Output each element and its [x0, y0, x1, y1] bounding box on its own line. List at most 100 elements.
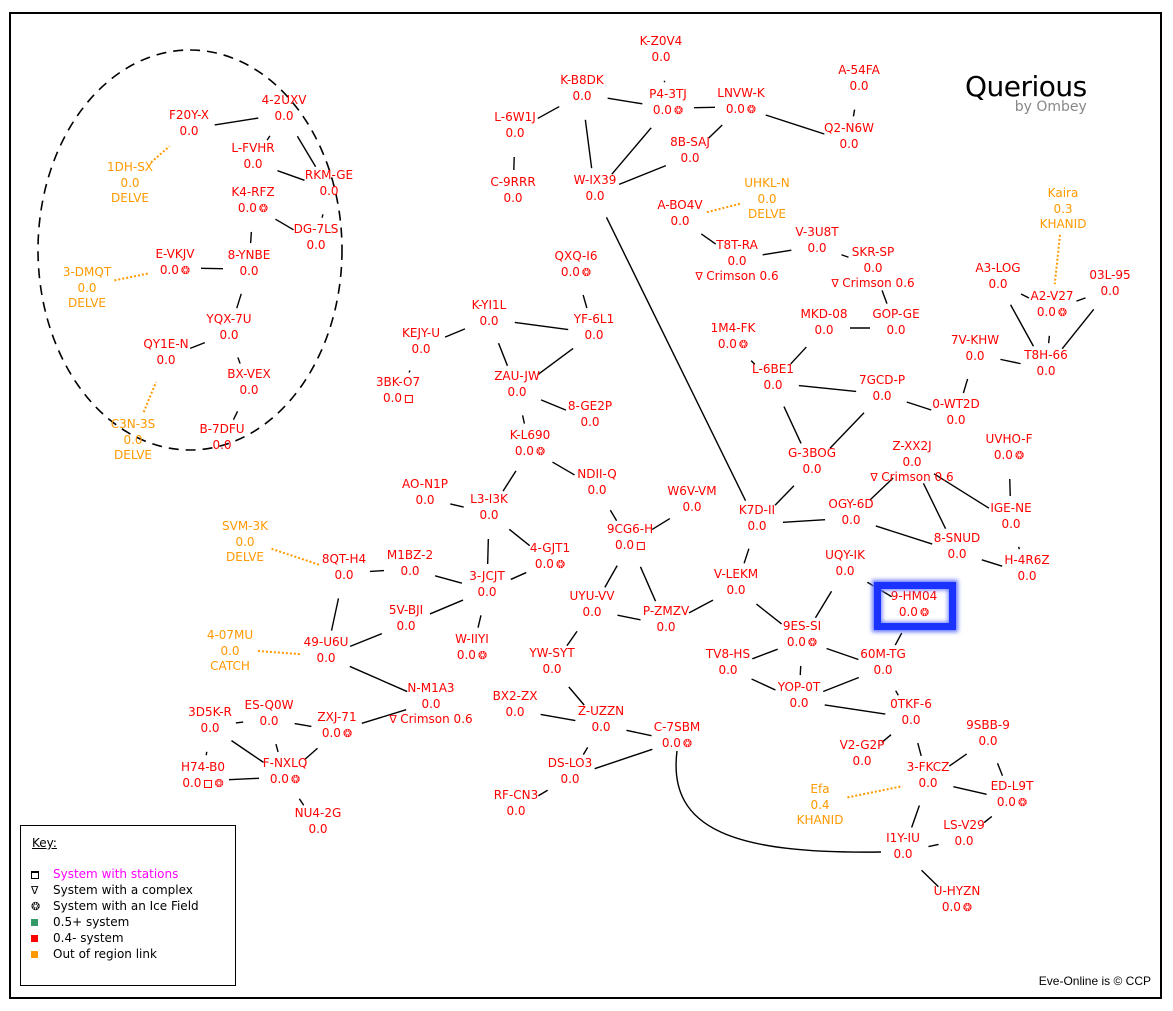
- system-dg-7ls[interactable]: DG-7LS0.0: [294, 222, 339, 253]
- system-5v-bji[interactable]: 5V-BJI0.0: [389, 603, 423, 634]
- system-l3-i3k[interactable]: L3-I3K0.0: [470, 492, 508, 523]
- system-yqx-7u[interactable]: YQX-7U0.0: [206, 312, 251, 343]
- system-4-2uxv[interactable]: 4-2UXV0.0: [262, 93, 307, 124]
- system-8b-saj[interactable]: 8B-SAJ0.0: [670, 135, 710, 166]
- system-b-7dfu[interactable]: B-7DFU0.0: [199, 422, 244, 453]
- system-p-zmzv[interactable]: P-ZMZV0.0: [643, 604, 689, 635]
- system-3d5k-r[interactable]: 3D5K-R0.0: [188, 705, 232, 736]
- system-60m-tg[interactable]: 60M-TG0.0: [860, 647, 905, 678]
- system-a2-v27[interactable]: A2-V270.0❂: [1031, 289, 1074, 320]
- system-mkd-08[interactable]: MKD-080.0: [800, 307, 847, 338]
- system-w-ix39[interactable]: W-IX390.0: [574, 173, 617, 204]
- system-qxq-i6[interactable]: QXQ-I60.0❂: [555, 249, 598, 280]
- system-ogy-6d[interactable]: OGY-6D0.0: [828, 497, 873, 528]
- system-u-hyzn[interactable]: U-HYZN0.0❂: [934, 884, 981, 915]
- system-g-3bog[interactable]: G-3BOG0.0: [788, 446, 836, 477]
- system-svm-3k[interactable]: SVM-3K0.0DELVE: [222, 519, 268, 566]
- system-8qt-h4[interactable]: 8QT-H40.0: [322, 552, 366, 583]
- system-bx2-zx[interactable]: BX2-ZX0.0: [493, 689, 538, 720]
- system-k-l690[interactable]: K-L6900.0❂: [510, 428, 551, 459]
- system-i1y-iu[interactable]: I1Y-IU0.0: [886, 831, 920, 862]
- system-7v-khw[interactable]: 7V-KHW0.0: [951, 333, 999, 364]
- system-7gcd-p[interactable]: 7GCD-P0.0: [859, 373, 905, 404]
- system-9es-si[interactable]: 9ES-SI0.0❂: [783, 619, 821, 650]
- system-ige-ne[interactable]: IGE-NE0.0: [990, 501, 1031, 532]
- system-8-ynbe[interactable]: 8-YNBE0.0: [228, 248, 271, 279]
- system-3-dmqt[interactable]: 3-DMQT0.0DELVE: [63, 265, 111, 312]
- system-z-xx2j[interactable]: Z-XX2J0.0∇ Crimson 0.6: [870, 439, 953, 486]
- system-p4-3tj[interactable]: P4-3TJ0.0❂: [649, 87, 687, 118]
- system-3-jcjt[interactable]: 3-JCJT0.0: [469, 569, 504, 600]
- system-a3-log[interactable]: A3-LOG0.0: [975, 261, 1020, 292]
- system-kejy-u[interactable]: KEJY-U0.0: [402, 326, 440, 357]
- system-l-fvhr[interactable]: L-FVHR0.0: [231, 141, 274, 172]
- system-8-snud[interactable]: 8-SNUD0.0: [934, 531, 981, 562]
- system-n-m1a3[interactable]: N-M1A30.0∇ Crimson 0.6: [389, 681, 472, 728]
- system-4-07mu[interactable]: 4-07MU0.0CATCH: [207, 628, 253, 675]
- system-z-uzzn[interactable]: Z-UZZN0.0: [578, 704, 624, 735]
- system-rf-cn3[interactable]: RF-CN30.0: [494, 788, 539, 819]
- system-q2-n6w[interactable]: Q2-N6W0.0: [824, 121, 874, 152]
- system-1dh-sx[interactable]: 1DH-SX0.0DELVE: [107, 160, 153, 207]
- system-v-3u8t[interactable]: V-3U8T0.0: [795, 225, 838, 256]
- system-c3n-3s[interactable]: C3N-3S0.0DELVE: [111, 417, 156, 464]
- system-h74-b0[interactable]: H74-B00.0❂: [181, 760, 225, 791]
- system-tv8-hs[interactable]: TV8-HS0.0: [706, 647, 750, 678]
- system-0tkf-6[interactable]: 0TKF-60.0: [890, 697, 932, 728]
- system-4-gjt1[interactable]: 4-GJT10.0❂: [530, 541, 570, 572]
- system-k-z0v4[interactable]: K-Z0V40.0: [640, 34, 683, 65]
- system-h-4r6z[interactable]: H-4R6Z0.0: [1004, 553, 1049, 584]
- system-c-7sbm[interactable]: C-7SBM0.0❂: [654, 720, 701, 751]
- system-efa[interactable]: Efa0.4KHANID: [797, 782, 844, 829]
- system-l-6be1[interactable]: L-6BE10.0: [752, 362, 794, 393]
- system-bx-vex[interactable]: BX-VEX0.0: [227, 367, 271, 398]
- system-f20y-x[interactable]: F20Y-X0.0: [169, 108, 209, 139]
- system-ls-v29[interactable]: LS-V290.0: [943, 818, 984, 849]
- system-zau-jw[interactable]: ZAU-JW0.0: [494, 369, 540, 400]
- system-ds-lo3[interactable]: DS-LO30.0: [548, 756, 593, 787]
- system-f-nxlq[interactable]: F-NXLQ0.0❂: [263, 756, 308, 787]
- system-e-vkjv[interactable]: E-VKJV0.0❂: [155, 247, 194, 278]
- system-0-wt2d[interactable]: 0-WT2D0.0: [932, 397, 980, 428]
- system-uvho-f[interactable]: UVHO-F0.0❂: [985, 432, 1032, 463]
- system-kaira[interactable]: Kaira0.3KHANID: [1040, 186, 1087, 233]
- system-yw-syt[interactable]: YW-SYT0.0: [529, 646, 574, 677]
- system-l-6w1j[interactable]: L-6W1J0.0: [494, 110, 535, 141]
- system-zxj-71[interactable]: ZXJ-710.0❂: [317, 710, 356, 741]
- system-k-yi1l[interactable]: K-YI1L0.0: [472, 298, 507, 329]
- system-yf-6l1[interactable]: YF-6L10.0: [574, 312, 615, 343]
- system-8-ge2p[interactable]: 8-GE2P0.0: [568, 399, 612, 430]
- system-c-9rrr[interactable]: C-9RRR0.0: [490, 175, 535, 206]
- system-uhkl-n[interactable]: UHKL-N0.0DELVE: [744, 176, 789, 223]
- system-v-lekm[interactable]: V-LEKM0.0: [714, 567, 758, 598]
- system-gop-ge[interactable]: GOP-GE0.0: [872, 307, 919, 338]
- system-03l-95[interactable]: 03L-950.0: [1089, 268, 1130, 299]
- system-uqy-ik[interactable]: UQY-IK0.0: [825, 548, 865, 579]
- system-es-q0w[interactable]: ES-Q0W0.0: [245, 698, 294, 729]
- system-9-hm04[interactable]: 9-HM040.0❂: [891, 589, 938, 620]
- system-ao-n1p[interactable]: AO-N1P0.0: [402, 477, 448, 508]
- system-lnvw-k[interactable]: LNVW-K0.0❂: [717, 86, 764, 117]
- system-qy1e-n[interactable]: QY1E-N0.0: [143, 337, 188, 368]
- system-t8h-66[interactable]: T8H-660.0: [1024, 348, 1068, 379]
- system-ed-l9t[interactable]: ED-L9T0.0❂: [991, 779, 1034, 810]
- system-a-54fa[interactable]: A-54FA0.0: [838, 63, 880, 94]
- system-v2-g2p[interactable]: V2-G2P0.0: [840, 738, 885, 769]
- system-t8t-ra[interactable]: T8T-RA0.0∇ Crimson 0.6: [695, 238, 778, 285]
- system-rkm-ge[interactable]: RKM-GE0.0: [305, 168, 353, 199]
- system-3-fkcz[interactable]: 3-FKCZ0.0: [907, 760, 950, 791]
- system-yop-0t[interactable]: YOP-0T0.0: [778, 680, 820, 711]
- system-9sbb-9[interactable]: 9SBB-90.0: [966, 718, 1010, 749]
- system-k7d-ii[interactable]: K7D-II0.0: [739, 503, 775, 534]
- system-1m4-fk[interactable]: 1M4-FK0.0❂: [711, 321, 756, 352]
- system-w-iiyi[interactable]: W-IIYI0.0❂: [455, 632, 489, 663]
- system-a-bo4v[interactable]: A-BO4V0.0: [657, 198, 702, 229]
- system-k4-rfz[interactable]: K4-RFZ0.0❂: [231, 185, 274, 216]
- system-m1bz-2[interactable]: M1BZ-20.0: [387, 548, 433, 579]
- system-skr-sp[interactable]: SKR-SP0.0∇ Crimson 0.6: [831, 245, 914, 292]
- system-9cg6-h[interactable]: 9CG6-H0.0: [607, 522, 653, 553]
- system-ndii-q[interactable]: NDII-Q0.0: [577, 467, 617, 498]
- system-w6v-vm[interactable]: W6V-VM0.0: [667, 484, 716, 515]
- system-k-b8dk[interactable]: K-B8DK0.0: [560, 73, 604, 104]
- system-uyu-vv[interactable]: UYU-VV0.0: [570, 589, 615, 620]
